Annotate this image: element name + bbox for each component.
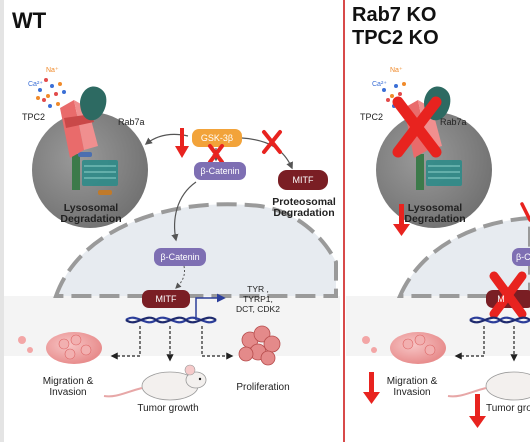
block-x-gsk-bcatenin <box>208 144 224 164</box>
ko-migration-decrease-arrow <box>363 372 380 404</box>
bcatenin-nucleus-pill <box>154 248 206 266</box>
arrow-to-migration <box>110 326 141 360</box>
wt-panel-title: WT <box>12 8 47 33</box>
ko-mitf-x <box>489 271 527 319</box>
left-edge-strip <box>0 0 4 442</box>
mouse-icon <box>103 364 207 401</box>
proliferation-label: Proliferation <box>236 382 290 393</box>
ko-lysosomal-degradation-label-2: Degradation <box>404 213 466 225</box>
sodium-ion-label: Na⁺ <box>46 67 59 74</box>
ko-lysosome-complex <box>416 154 462 190</box>
ko-tumor-decrease-arrow <box>469 394 486 428</box>
ko-lysosome-decrease-arrow <box>393 204 410 236</box>
arrow-to-proliferation <box>201 326 234 360</box>
ko-mouse-icon <box>447 371 530 401</box>
bcatenin-nucleus-text: β-Catenin <box>160 252 200 262</box>
arrow-gsk-to-mitf <box>241 137 293 170</box>
lysosomal-degradation-label-2: Degradation <box>60 213 122 225</box>
ko-knockout-x <box>392 96 442 158</box>
migration-label-1: Migration & <box>42 376 94 387</box>
mitf-nucleus-pill <box>142 290 190 308</box>
proteosomal-degradation-label-2: Degradation <box>273 207 335 219</box>
ion-cluster <box>36 78 66 108</box>
ko-bcatenin-pill <box>512 248 530 266</box>
proteosomal-degradation-label-1: Proteosomal <box>272 196 336 208</box>
arrow-bcatenin-to-nucleus <box>171 181 197 242</box>
calcium-ion-label: Ca²⁺ <box>28 81 43 88</box>
ko-block-x-right <box>520 202 530 222</box>
bcatenin-cytoplasm-pill <box>194 162 246 180</box>
proliferation-cells-icon <box>238 325 281 366</box>
migration-label-2: Invasion <box>49 387 87 398</box>
mitf-proteosomal-text: MITF <box>292 175 314 185</box>
ko-arrow-to-migration <box>454 326 485 360</box>
ko-calcium-ion-label: Ca²⁺ <box>372 81 387 88</box>
ko-migration-cells-icon <box>362 332 446 364</box>
ko-rab7a-label: Rab7a <box>440 117 467 127</box>
promoter-arrow <box>195 293 226 320</box>
target-genes-line1: TYR , <box>247 284 269 294</box>
tumor-growth-label: Tumor growth <box>137 403 199 414</box>
ko-panel-title-line2: TPC2 KO <box>352 27 439 49</box>
lysosomal-degradation-label-1: Lysosomal <box>63 202 119 214</box>
rab7a-label: Rab7a <box>118 117 145 127</box>
ko-migration-label-1: Migration & <box>386 376 438 387</box>
migration-cells-icon <box>18 332 102 364</box>
ko-tpc2-label: TPC2 <box>360 112 384 122</box>
target-genes-line2: TYRP1, <box>243 294 273 304</box>
arrow-bcatenin-to-mitf <box>175 265 185 289</box>
ko-tumor-growth-label: Tumor grow <box>486 403 530 414</box>
target-genes-line3: DCT, CDK2 <box>236 304 280 314</box>
wt-dna-helix <box>125 316 217 324</box>
ko-mitf-text: M <box>497 294 505 304</box>
gsk3b-pill <box>192 129 242 147</box>
bcatenin-cytoplasm-text: β-Catenin <box>200 166 240 176</box>
gsk3b-text: GSK-3β <box>200 133 234 143</box>
ko-dna-helix <box>469 316 530 324</box>
ko-sodium-ion-label: Na⁺ <box>390 67 403 74</box>
tpc2-label: TPC2 <box>22 112 46 122</box>
wt-lysosome-complex <box>72 152 118 195</box>
ko-panel-title-line1: Rab7 KO <box>352 4 437 26</box>
mitf-proteosomal-pill <box>278 170 328 190</box>
mitf-nucleus-text: MITF <box>155 294 177 304</box>
gsk-decrease-arrow <box>175 128 189 158</box>
block-x-gsk-mitf <box>262 130 282 154</box>
wt-rab7a <box>80 86 107 121</box>
ko-bcatenin-text: β-Ca <box>516 252 530 262</box>
ko-migration-label-2: Invasion <box>393 387 431 398</box>
ko-lysosomal-degradation-label-1: Lysosomal <box>407 202 463 214</box>
